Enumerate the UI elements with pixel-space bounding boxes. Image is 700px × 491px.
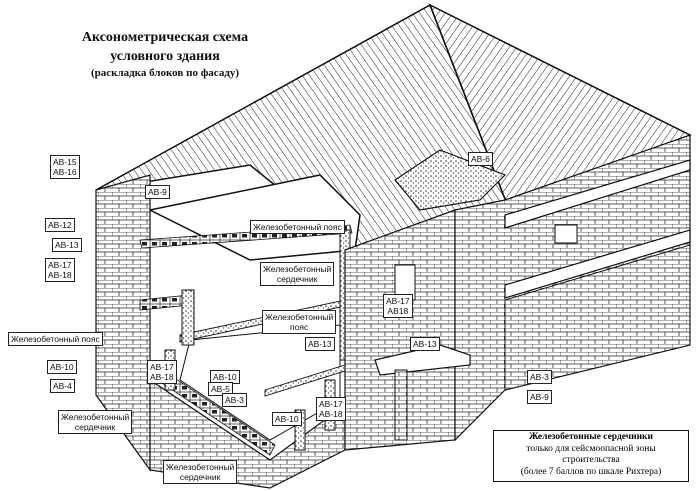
label-core-bottom-line2: сердечник — [179, 472, 221, 482]
note-line-4: (более 7 баллов по шкале Рихтера) — [520, 466, 662, 477]
label-ab15-16: АВ-15 АВ-16 — [50, 155, 80, 179]
label-ab17-mid: АВ-17 — [386, 296, 410, 306]
label-belt-left: Железобетонный пояс — [8, 332, 103, 346]
label-ab10-bottom: АВ-10 — [272, 412, 302, 426]
label-ab16: АВ-16 — [53, 167, 77, 177]
label-ab18-inner: АВ-18 — [150, 372, 174, 382]
label-ab17-18-inner: АВ-17 АВ-18 — [147, 360, 177, 384]
label-ab17-bottom: АВ-17 — [319, 399, 343, 409]
label-core-1-line2: сердечник — [276, 274, 318, 284]
label-ab3-inner: АВ-3 — [222, 393, 247, 407]
title-line-1: Аксонометрическая схема — [81, 30, 249, 45]
title-line-2: условного здания — [110, 49, 220, 64]
core-column-4 — [294, 409, 306, 451]
label-core-1-line1: Железобетонный — [263, 264, 332, 274]
label-ab13-left: АВ-13 — [52, 238, 82, 252]
roof-cutaway — [147, 174, 361, 261]
label-core-left-line1: Железобетонный — [61, 412, 130, 422]
label-belt-2-line2: пояс — [290, 322, 309, 332]
label-belt-2: Железобетонный пояс — [262, 310, 337, 334]
label-ab6: АВ-6 — [468, 152, 493, 166]
label-ab17-left: АВ-17 — [48, 260, 72, 270]
label-belt-2-line1: Железобетонный — [265, 312, 334, 322]
label-core-1: Железобетонный сердечник — [260, 262, 335, 286]
label-belt-1: Железобетонный пояс — [250, 220, 345, 234]
label-ab10-left: АВ-10 — [47, 360, 77, 374]
note-box: Железобетонные сердечники только для сей… — [493, 430, 689, 482]
label-ab15: АВ-15 — [53, 157, 77, 167]
right-window — [554, 224, 578, 244]
label-ab5: АВ-5 — [208, 382, 233, 396]
porch-pillar — [394, 369, 408, 441]
label-ab9-right: АВ-9 — [527, 390, 552, 404]
note-line-1: Железобетонные сердечники — [528, 432, 654, 442]
note-line-2: только для сейсмоопасной зоны — [526, 443, 656, 454]
label-core-bottom: Железобетонный сердечник — [163, 460, 238, 484]
label-ab18-mid: АВ18 — [387, 306, 409, 316]
balcony-lower — [504, 229, 691, 299]
label-ab3-right: АВ-3 — [527, 370, 552, 384]
label-ab12: АВ-12 — [45, 218, 75, 232]
label-ab9-top: АВ-9 — [145, 185, 170, 199]
balcony-upper — [504, 159, 691, 229]
wing-recess — [504, 244, 691, 391]
label-ab17-inner: АВ-17 — [150, 362, 174, 372]
label-core-left-line2: сердечник — [74, 422, 116, 432]
label-ab13-center: АВ-13 — [305, 337, 335, 351]
label-ab18-left: АВ-18 — [48, 270, 72, 280]
label-ab18-bottom: АВ-18 — [319, 409, 343, 419]
label-core-left: Железобетонный сердечник — [58, 410, 133, 434]
title-line-3: (раскладка блоков по фасаду) — [90, 67, 240, 79]
core-column-1 — [181, 289, 195, 346]
label-ab4: АВ-4 — [50, 379, 75, 393]
label-ab13-porch: АВ-13 — [410, 337, 440, 351]
label-core-bottom-line1: Железобетонный — [166, 462, 235, 472]
note-line-3: строительства — [562, 455, 620, 465]
label-ab17-18-mid: АВ-17 АВ18 — [383, 294, 413, 318]
label-ab17-18-bottom: АВ-17 АВ-18 — [316, 397, 346, 421]
label-ab17-18-left: АВ-17 АВ-18 — [45, 258, 75, 282]
